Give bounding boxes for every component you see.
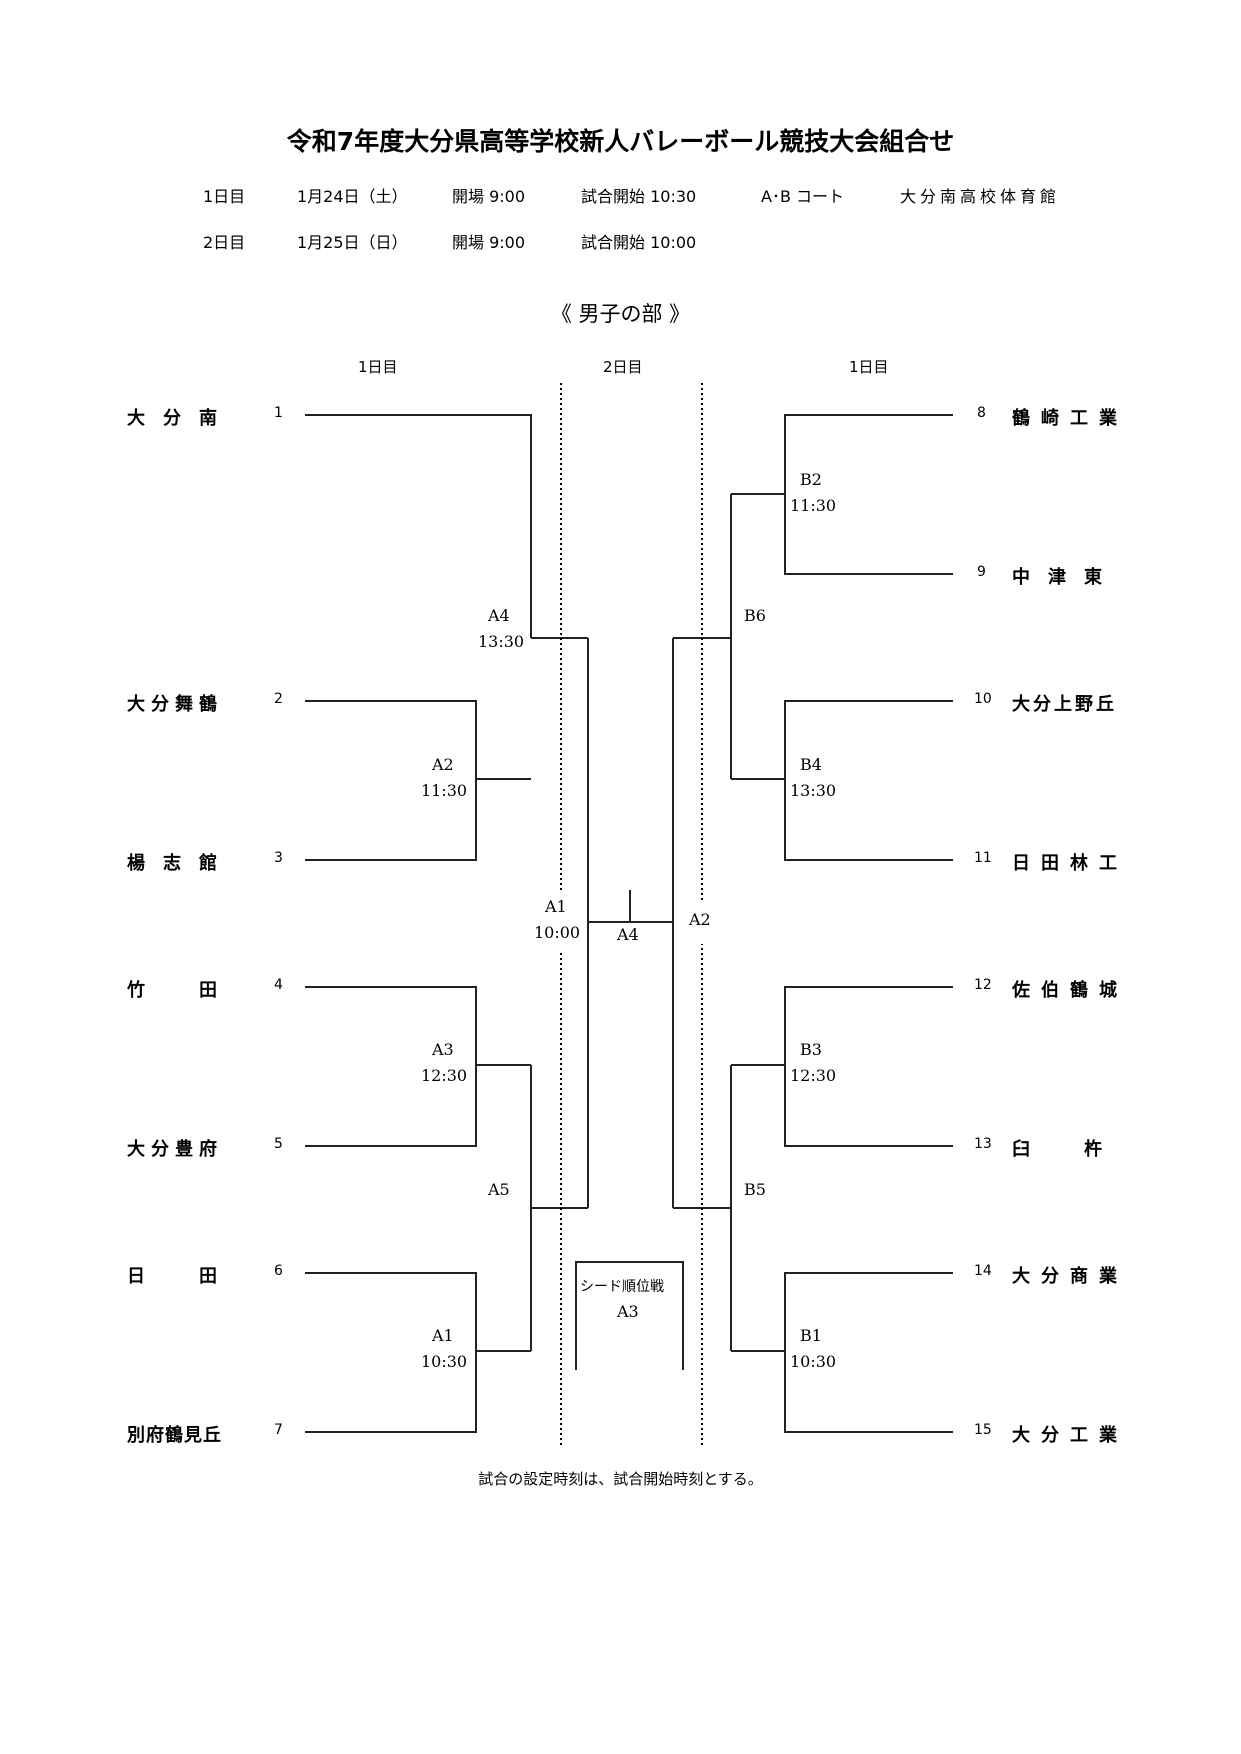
team-seed: 4 (274, 977, 283, 993)
day-header-right: 1日目 (849, 358, 889, 376)
team-name: 中 津 東 (1012, 567, 1102, 588)
team-name: 楊 志 館 (127, 853, 217, 874)
schedule-day: 1日目 (203, 187, 246, 206)
match-b2-label: B2 (800, 470, 822, 489)
semifinal-left-time: 10:00 (534, 923, 581, 942)
team-name: 日 田 (127, 1266, 217, 1287)
match-b6-label: B6 (744, 606, 766, 625)
team-name: 佐伯鶴城 (1012, 980, 1128, 1001)
team-seed: 13 (974, 1136, 992, 1152)
day-header-left: 1日目 (358, 358, 398, 376)
team-seed: 5 (274, 1136, 283, 1152)
team-seed: 11 (974, 850, 992, 866)
match-a1-time: 10:30 (421, 1352, 468, 1371)
match-b1-time: 10:30 (790, 1352, 837, 1371)
match-b2-time: 11:30 (790, 496, 837, 515)
team-seed: 2 (274, 691, 283, 707)
team-name: 大分商業 (1012, 1266, 1128, 1287)
seed-playoff-title: シード順位戦 (580, 1279, 664, 1295)
match-b3-label: B3 (800, 1040, 822, 1059)
schedule-start: 試合開始 10:30 (581, 187, 697, 206)
seed-playoff-box (575, 1261, 684, 1370)
team-name: 大分工業 (1012, 1425, 1128, 1446)
line-team14 (784, 1272, 953, 1433)
team-name: 大分舞鶴 (127, 694, 223, 715)
match-b5-label: B5 (744, 1180, 766, 1199)
semifinal-right-label: A2 (689, 910, 711, 929)
team-name: 臼 杵 (1012, 1139, 1102, 1160)
match-a1-label: A1 (432, 1326, 454, 1345)
line-team12 (784, 986, 953, 1147)
team-seed: 15 (974, 1422, 992, 1438)
team-seed: 8 (977, 405, 986, 421)
team-seed: 3 (274, 850, 283, 866)
team-name: 鶴崎工業 (1012, 408, 1128, 429)
team-seed: 1 (274, 405, 283, 421)
division-heading: 《 男子の部 》 (550, 302, 691, 326)
team-name: 日田林工 (1012, 853, 1128, 874)
day-header-center: 2日目 (603, 358, 643, 376)
line-team2 (305, 700, 477, 861)
footnote: 試合の設定時刻は、試合開始時刻とする。 (478, 1470, 763, 1488)
match-b4-label: B4 (800, 755, 822, 774)
team-name: 大 分 南 (127, 408, 217, 429)
match-a2-label: A2 (432, 755, 454, 774)
team-seed: 12 (974, 977, 992, 993)
line-team10 (784, 700, 953, 861)
match-b3-time: 12:30 (790, 1066, 837, 1085)
line-team8 (784, 414, 953, 575)
team-name: 竹 田 (127, 980, 217, 1001)
team-seed: 7 (274, 1422, 283, 1438)
schedule-date: 1月25日（日） (297, 233, 408, 252)
line-team4 (305, 986, 477, 1147)
line-team6 (305, 1272, 477, 1433)
page-title: 令和7年度大分県高等学校新人バレーボール競技大会組合せ (286, 127, 955, 156)
schedule-open: 開場 9:00 (452, 233, 526, 252)
schedule-court: A･B コート (761, 187, 845, 206)
schedule-day: 2日目 (203, 233, 246, 252)
match-a4-time: 13:30 (478, 632, 525, 651)
schedule-date: 1月24日（土） (297, 187, 408, 206)
team-seed: 14 (974, 1263, 992, 1279)
match-b1-label: B1 (800, 1326, 822, 1345)
team-seed: 9 (977, 564, 986, 580)
schedule-venue: 大分南高校体育館 (900, 187, 1061, 206)
match-b4-time: 13:30 (790, 781, 837, 800)
line-team1 (305, 414, 532, 638)
match-a4-label: A4 (488, 606, 510, 625)
match-a5-label: A5 (488, 1180, 510, 1199)
final-label: A4 (617, 925, 639, 944)
team-name: 大分上野丘 (1012, 694, 1117, 715)
semifinal-left-label: A1 (545, 897, 567, 916)
team-seed: 10 (974, 691, 992, 707)
team-seed: 6 (274, 1263, 283, 1279)
seed-playoff-court: A3 (617, 1302, 639, 1321)
match-a3-time: 12:30 (421, 1066, 468, 1085)
schedule-open: 開場 9:00 (452, 187, 526, 206)
match-a3-label: A3 (432, 1040, 454, 1059)
team-name: 別府鶴見丘 (127, 1425, 222, 1446)
schedule-start: 試合開始 10:00 (581, 233, 697, 252)
match-a2-time: 11:30 (421, 781, 468, 800)
team-name: 大分豊府 (127, 1139, 223, 1160)
